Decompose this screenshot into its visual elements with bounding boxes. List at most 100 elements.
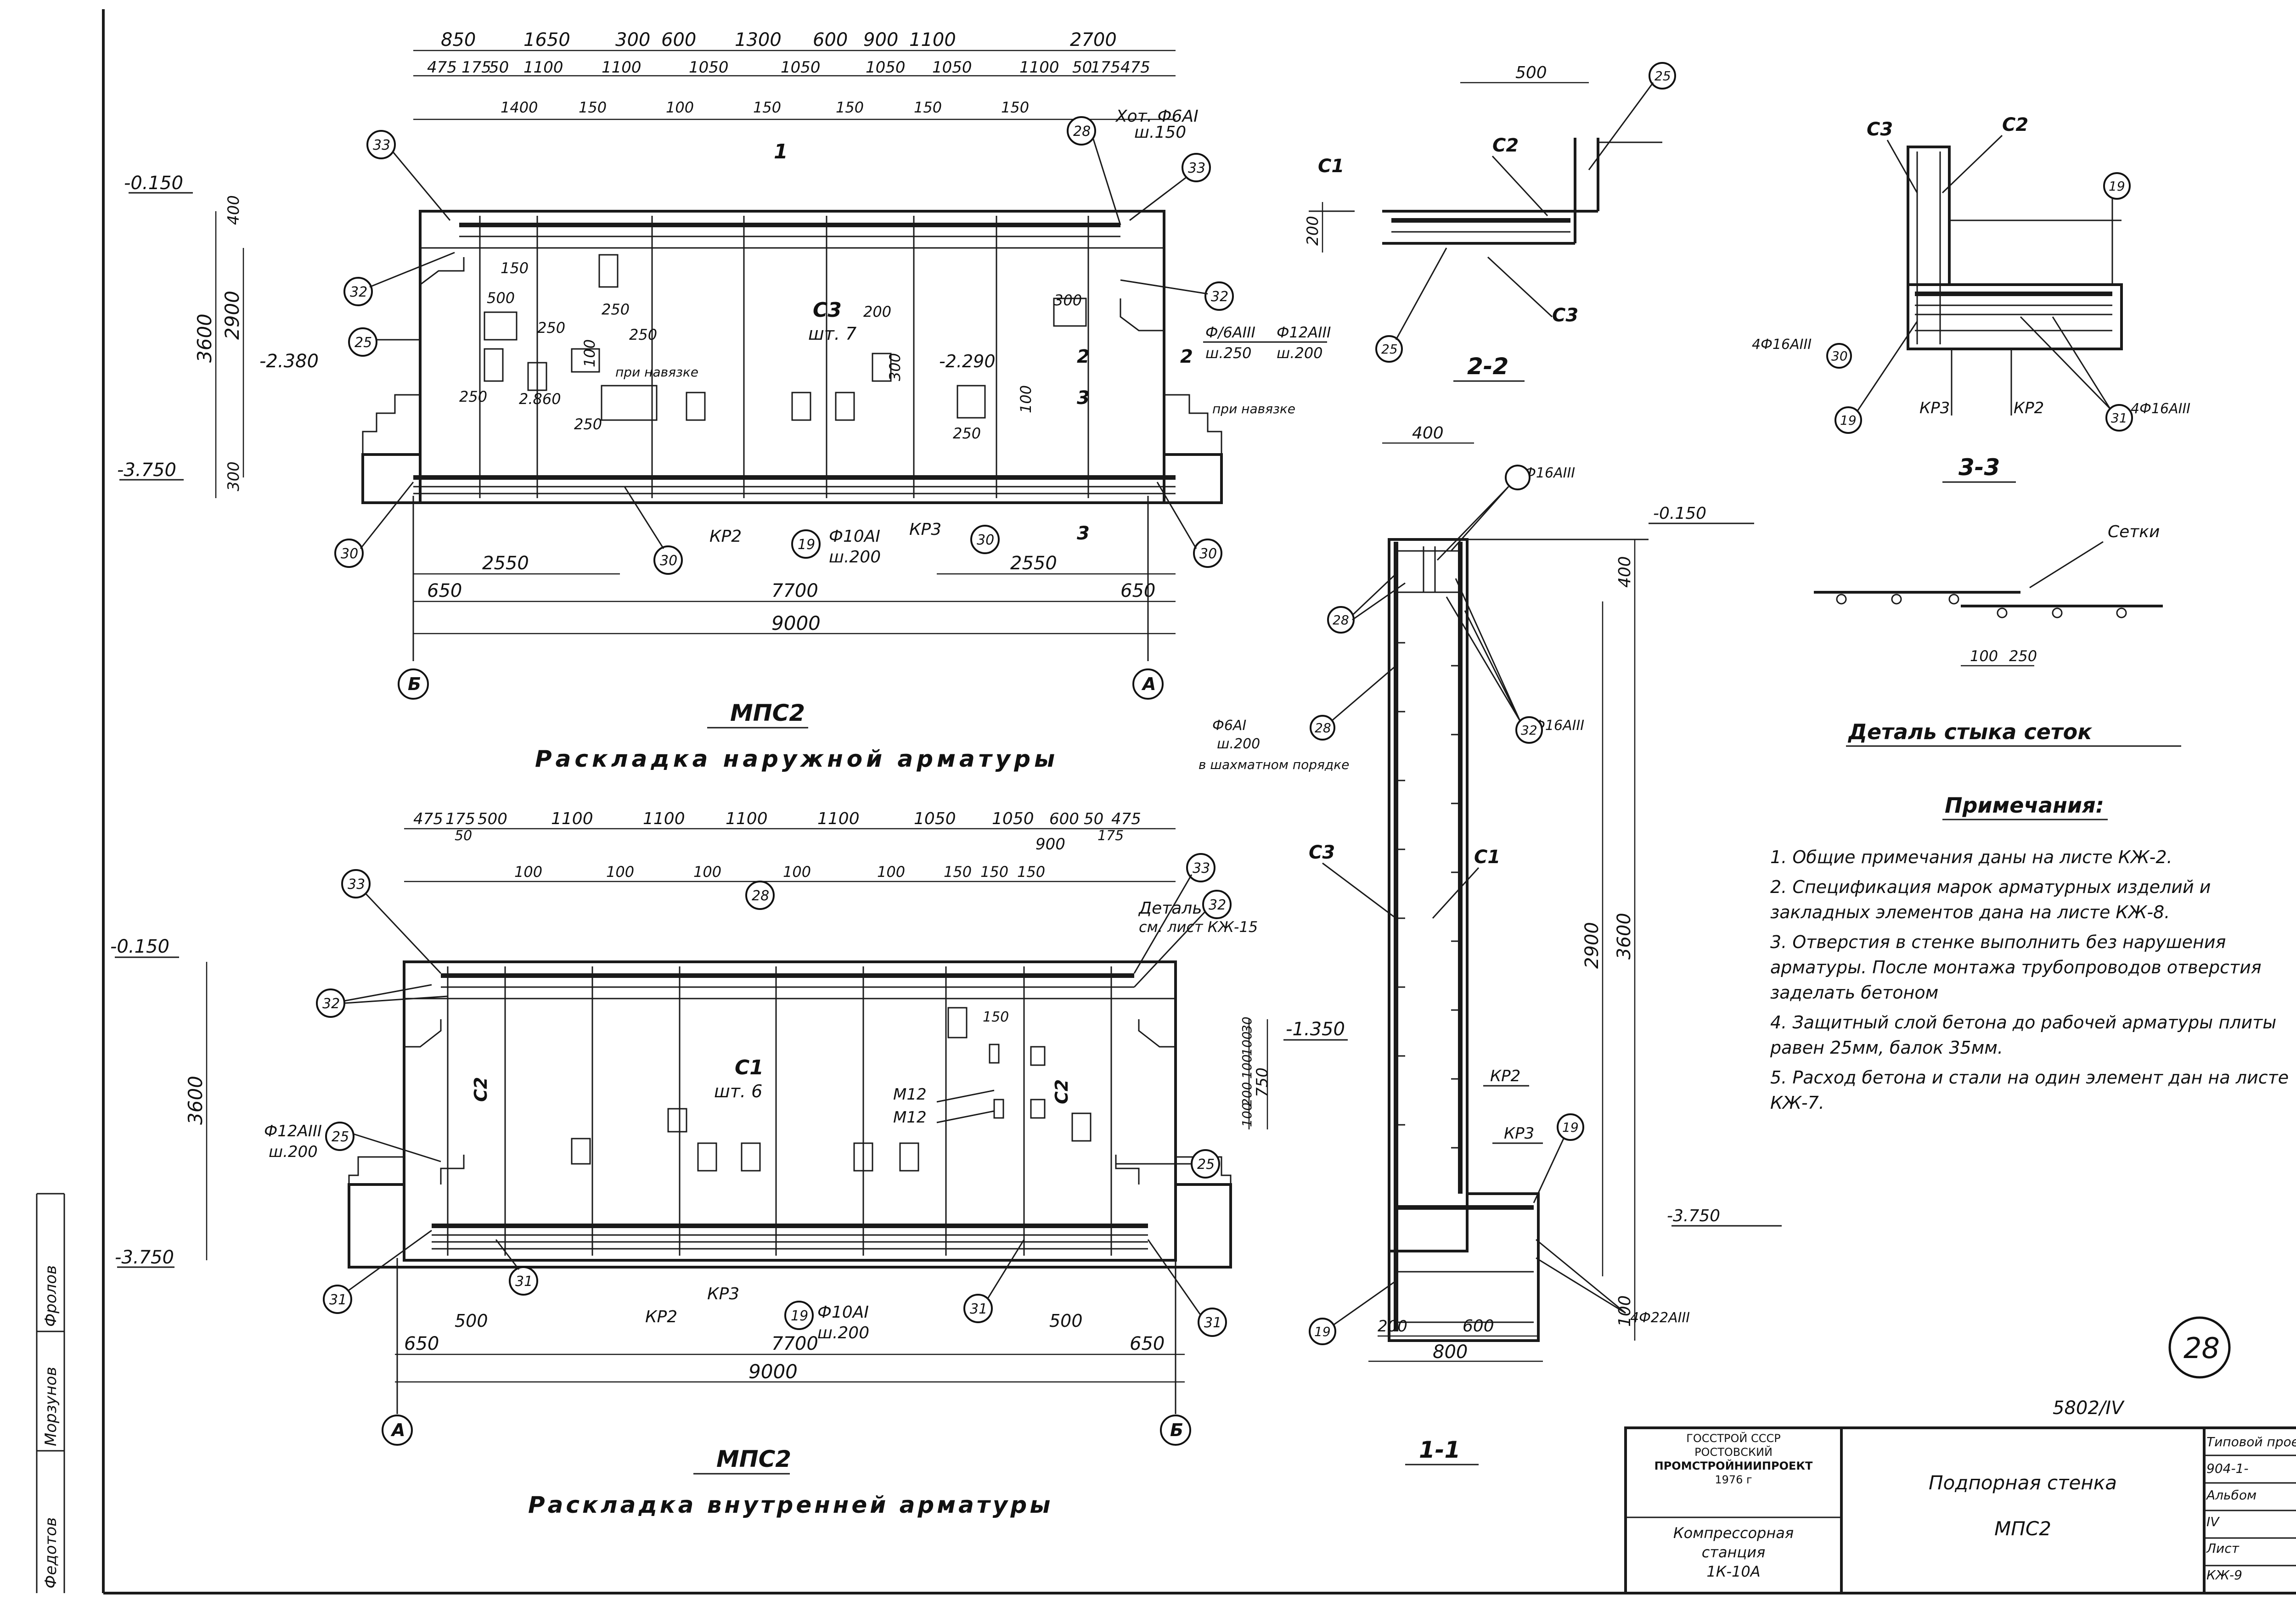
inner-top-dims: 475 175 500 1100 1100 1100 1100 1050 105… bbox=[413, 809, 1141, 853]
svg-text:650: 650 bbox=[1130, 1333, 1165, 1354]
svg-text:300: 300 bbox=[886, 353, 904, 381]
outer-level-bottom: -3.750 bbox=[117, 460, 176, 481]
svg-text:600: 600 bbox=[661, 29, 696, 51]
svg-text:100: 100 bbox=[1970, 647, 1998, 665]
svg-text:250: 250 bbox=[537, 319, 565, 337]
svg-text:3600: 3600 bbox=[1614, 913, 1635, 960]
inner-spacing-marks: 100 100 100 100 100 150 150 150 bbox=[514, 863, 1045, 881]
inner-c1-label: С1 bbox=[735, 1056, 764, 1079]
svg-text:Б: Б bbox=[408, 674, 421, 694]
section-2-2: 500 200 С1 С2 С3 25 25 2-2 bbox=[1304, 62, 1676, 382]
svg-text:150: 150 bbox=[944, 863, 972, 881]
svg-text:100: 100 bbox=[606, 863, 634, 881]
inner-m12-b: М12 bbox=[893, 1108, 927, 1127]
svg-text:А: А bbox=[1141, 674, 1156, 694]
inner-c1-count: шт. 6 bbox=[714, 1081, 762, 1101]
svg-text:50: 50 bbox=[489, 58, 509, 77]
note-5: 5. Расход бетона и стали на один элемент… bbox=[1770, 1067, 2289, 1113]
svg-text:500: 500 bbox=[455, 1311, 488, 1331]
inner-label-kr3: КР3 bbox=[707, 1285, 739, 1303]
svg-text:3: 3 bbox=[1077, 387, 1090, 409]
s22-c1: С1 bbox=[1318, 156, 1344, 177]
svg-text:175: 175 bbox=[1091, 58, 1120, 77]
svg-text:100: 100 bbox=[1615, 1295, 1634, 1327]
svg-text:150: 150 bbox=[980, 863, 1008, 881]
s11-level-top: -0.150 bbox=[1653, 504, 1706, 523]
svg-text:150: 150 bbox=[579, 99, 607, 116]
note-3: 3. Отверстия в стенке выполнить без нару… bbox=[1770, 932, 2262, 1003]
svg-text:475: 475 bbox=[413, 810, 443, 828]
svg-text:200: 200 bbox=[1239, 1082, 1255, 1106]
svg-text:28: 28 bbox=[1315, 720, 1331, 735]
title-block-right: Типовой проект 904-1- Альбом IV Лист КЖ-… bbox=[2206, 1429, 2296, 1589]
svg-text:1400: 1400 bbox=[501, 99, 538, 116]
svg-text:19: 19 bbox=[791, 1308, 808, 1324]
svg-text:100: 100 bbox=[581, 339, 598, 367]
outer-c3-count: шт. 7 bbox=[808, 324, 856, 344]
inner-axis-a: А bbox=[390, 1420, 405, 1440]
signature-2: Морзунов bbox=[42, 1367, 60, 1446]
svg-text:650: 650 bbox=[427, 580, 462, 601]
svg-text:250: 250 bbox=[602, 301, 630, 318]
title-block-object: Компрессорная станция 1К-10А bbox=[1628, 1523, 1839, 1581]
svg-text:1050: 1050 bbox=[781, 58, 821, 77]
signature-1: Федотов bbox=[42, 1517, 60, 1589]
svg-text:250: 250 bbox=[629, 326, 657, 343]
svg-text:2700: 2700 bbox=[1070, 29, 1117, 51]
svg-text:19: 19 bbox=[1562, 1120, 1579, 1135]
svg-text:9000: 9000 bbox=[771, 612, 821, 634]
inner-side-dims: 30 100 100 750 200 100 bbox=[1239, 1016, 1272, 1129]
joint-title: Деталь стыка сеток bbox=[1847, 719, 2093, 744]
sheet-label: Лист bbox=[2206, 1541, 2239, 1556]
svg-text:100: 100 bbox=[514, 863, 542, 881]
s11-note-staggered: в шахматном порядке bbox=[1199, 757, 1349, 772]
svg-text:30: 30 bbox=[1239, 1016, 1255, 1033]
stamp-code: 5802/IV bbox=[2053, 1398, 2125, 1419]
svg-text:30: 30 bbox=[977, 532, 994, 548]
inner-bubbles: 33 32 28 33 32 25 25 31 31 19 31 31 bbox=[316, 853, 1232, 1337]
s33-c2: С2 bbox=[2002, 114, 2028, 135]
svg-text:3: 3 bbox=[1077, 523, 1090, 544]
sheet-value: КЖ-9 bbox=[2206, 1567, 2242, 1583]
s11-level-bottom: -3.750 bbox=[1667, 1207, 1720, 1225]
svg-text:800: 800 bbox=[1433, 1342, 1468, 1363]
svg-text:475: 475 bbox=[427, 58, 457, 77]
inner-height-total: 3600 bbox=[184, 1076, 207, 1125]
svg-text:1100: 1100 bbox=[602, 58, 642, 77]
svg-text:400: 400 bbox=[1615, 556, 1634, 588]
s33-kr3: КР3 bbox=[1919, 399, 1950, 417]
svg-text:2: 2 bbox=[1180, 346, 1193, 367]
s22-title: 2-2 bbox=[1467, 353, 1508, 380]
title-block-org: ГОССТРОЙ СССР РОСТОВСКИЙ ПРОМСТРОЙНИИПРО… bbox=[1628, 1432, 1839, 1487]
notes-list: 1. Общие примечания даны на листе КЖ-2. … bbox=[1770, 845, 2296, 1116]
svg-text:200: 200 bbox=[863, 303, 891, 320]
album-value: IV bbox=[2206, 1514, 2219, 1529]
joint-detail: Сетки 100 250 Деталь стыка сеток bbox=[1814, 522, 2181, 747]
outer-bubbles: 33 28 32 25 32 33 30 30 19 30 30 bbox=[334, 116, 1234, 575]
svg-text:30: 30 bbox=[341, 546, 358, 562]
drawing-name: Подпорная стенка bbox=[1929, 1471, 2117, 1494]
svg-text:600: 600 bbox=[1049, 810, 1079, 828]
outer-height-bottom: 300 bbox=[225, 461, 243, 491]
s11-note-bottom: 4Ф22АIII bbox=[1630, 1310, 1690, 1326]
svg-text:25: 25 bbox=[1381, 342, 1398, 357]
svg-text:31: 31 bbox=[1204, 1315, 1221, 1331]
project-code: 904-1- bbox=[2206, 1461, 2249, 1476]
svg-text:1100: 1100 bbox=[643, 809, 685, 828]
outer-axis-a bbox=[1132, 668, 1164, 700]
sheet-number-circle bbox=[2168, 1316, 2231, 1379]
outer-top-dims-row2: 475 175 50 1100 1100 1050 1050 1050 1050… bbox=[427, 58, 1150, 77]
inner-level-right: -1.350 bbox=[1286, 1019, 1345, 1040]
outer-rebar-25a-step: ш.250 bbox=[1205, 344, 1252, 362]
inner-openings bbox=[571, 1007, 1092, 1172]
signature-strip: Федотов Морзунов Фролов bbox=[42, 1265, 60, 1589]
outer-level-top: -0.150 bbox=[124, 173, 183, 194]
s11-note-step: ш.200 bbox=[1217, 736, 1260, 752]
svg-text:1050: 1050 bbox=[689, 58, 729, 77]
s11-note-phi6: Ф6АI bbox=[1212, 718, 1246, 734]
svg-text:32: 32 bbox=[1521, 723, 1537, 738]
svg-text:2550: 2550 bbox=[1010, 553, 1057, 574]
svg-text:50: 50 bbox=[1084, 810, 1103, 828]
title-block-drawing: Подпорная стенка МПС2 bbox=[1846, 1460, 2200, 1552]
inner-dim-150: 150 bbox=[983, 1009, 1009, 1025]
